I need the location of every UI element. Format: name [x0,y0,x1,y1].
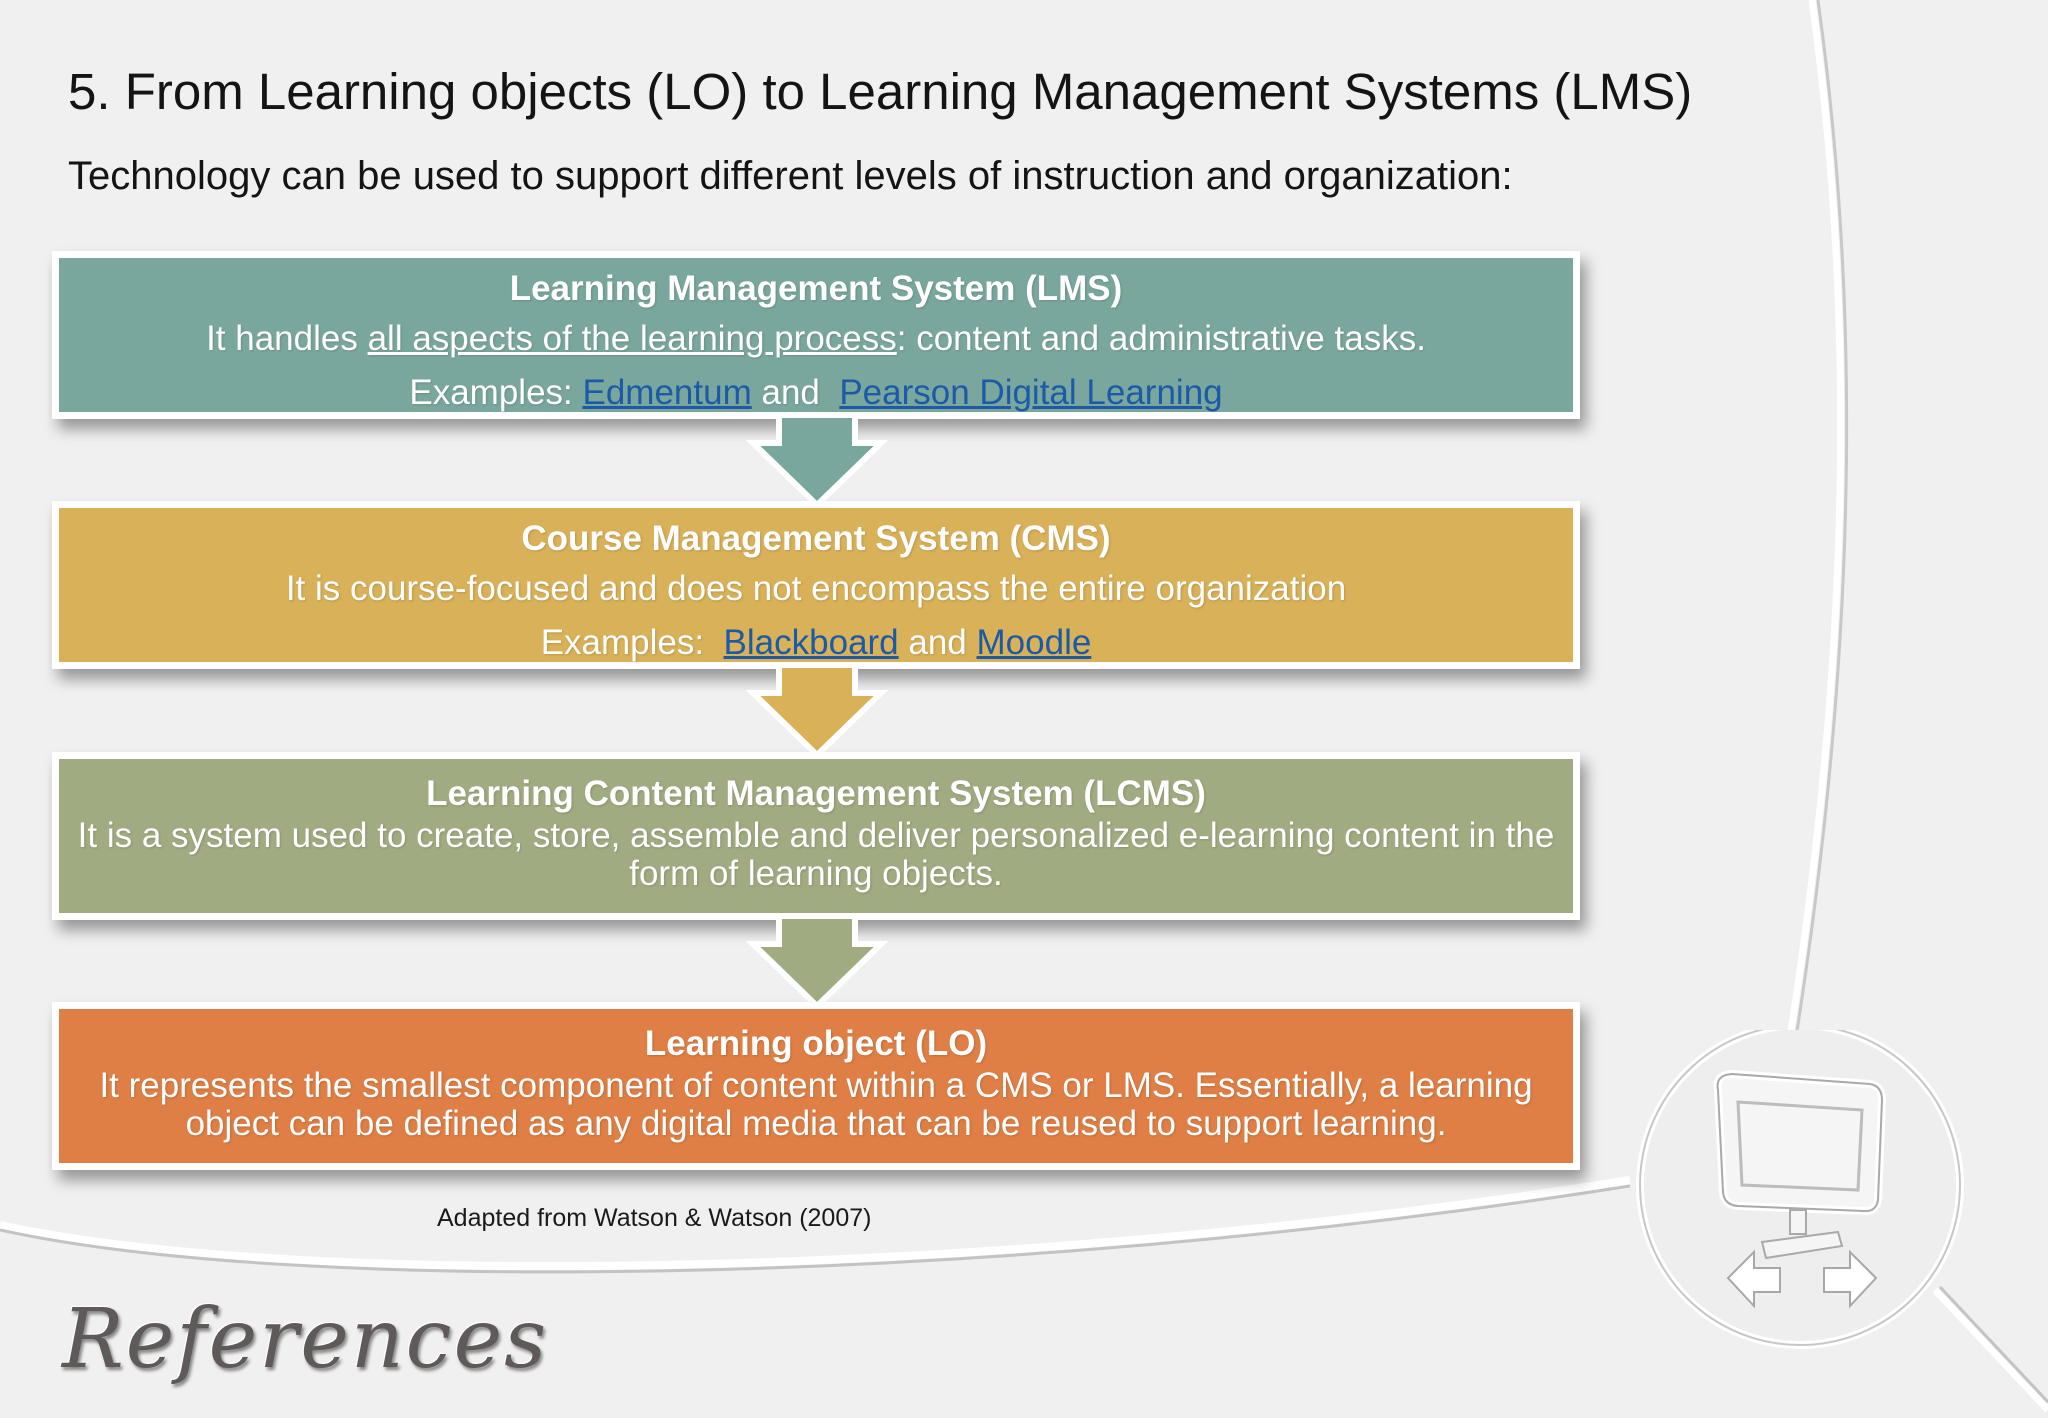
monitor-icon[interactable] [1713,1069,1887,1260]
lcms-title: Learning Content Management System (LCMS… [426,774,1206,813]
arrow-left-icon[interactable] [1726,1249,1781,1309]
source-credit: Adapted from Watson & Watson (2007) [437,1204,872,1232]
lms-title: Learning Management System (LMS) [509,269,1123,308]
arrow-right-icon[interactable] [1823,1249,1878,1309]
lms-joiner: and [751,373,840,412]
lo-title: Learning object (LO) [644,1024,988,1063]
arrow-down-icon [745,913,889,1011]
cms-description: It is course-focused and does not encomp… [285,569,1347,608]
references-link[interactable]: References [62,1292,549,1387]
lms-examples-label: Examples: [409,373,583,412]
lms-desc-pre: It handles [206,319,368,358]
edmentum-link[interactable]: Edmentum [582,373,752,412]
slide-title: 5. From Learning objects (LO) to Learnin… [68,63,1693,120]
navigation-widget [1636,1030,1964,1349]
lo-description: It represents the smallest component of … [99,1066,1533,1143]
cms-examples: Examples: Blackboard and Moodle [59,616,1573,670]
lms-description: It handles all aspects of the learning p… [59,312,1573,366]
arrow-down-icon [745,412,889,510]
lms-box: Learning Management System (LMS) It hand… [52,251,1580,419]
blackboard-link[interactable]: Blackboard [723,623,899,662]
pearson-digital-learning-link[interactable]: Pearson Digital Learning [839,373,1223,412]
lcms-description: It is a system used to create, store, as… [77,816,1555,893]
cms-title: Course Management System (CMS) [521,519,1111,558]
arrow-down-icon [745,662,889,760]
lo-box: Learning object (LO) It represents the s… [52,1002,1580,1170]
slide-subtitle: Technology can be used to support differ… [68,154,1513,198]
lms-desc-underlined: all aspects of the learning process [367,319,897,358]
cms-joiner: and [898,623,977,662]
lms-examples: Examples: Edmentum and Pearson Digital L… [59,366,1573,420]
lcms-box: Learning Content Management System (LCMS… [52,752,1580,920]
lms-desc-post: : content and administrative tasks. [896,319,1426,358]
moodle-link[interactable]: Moodle [976,623,1092,662]
cms-box: Course Management System (CMS) It is cou… [52,501,1580,669]
cms-examples-label: Examples: [540,623,724,662]
